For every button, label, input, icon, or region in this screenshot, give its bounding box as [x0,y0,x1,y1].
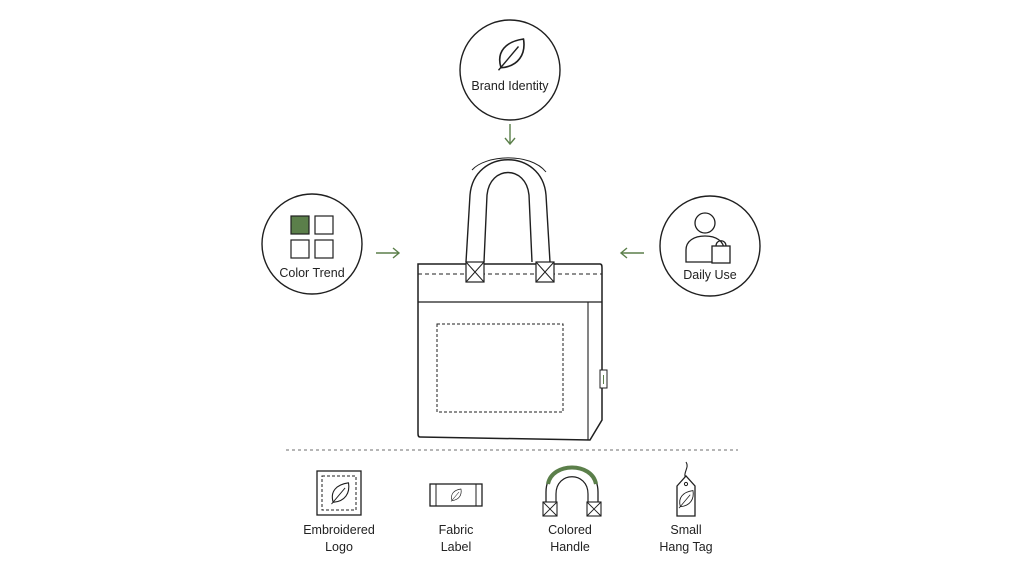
hang-tag-label-line2: Hang Tag [659,540,713,554]
colored-handle-label-line1: Colored [548,523,592,537]
fabric-label-icon [429,483,483,507]
tote-bag [417,157,608,441]
colored-handle-icon [542,465,602,517]
embroidered-logo-label-line2: Logo [325,540,353,554]
color-trend-node [261,193,363,295]
brand-identity-node [459,19,561,121]
embroidered-logo-icon [316,470,362,516]
hang-tag-label: Small Hang Tag [636,522,736,556]
hang-tag-label-line1: Small [670,523,702,537]
arrow-right-to-bag [376,247,401,259]
colored-handle-label: Colored Handle [520,522,620,556]
hang-tag-icon [676,461,696,517]
arrow-left-to-bag [619,247,644,259]
embroidered-logo-label: Embroidered Logo [289,522,389,556]
color-trend-label: Color Trend [279,266,345,280]
color-grid-icon [290,215,334,259]
embroidered-logo-label-line1: Embroidered [303,523,375,537]
bag-handles [465,157,551,263]
brand-identity-label: Brand Identity [471,79,549,93]
colored-handle-label-line2: Handle [550,540,590,554]
person-with-bag-icon [685,212,731,264]
fabric-label-label-line2: Label [440,540,472,554]
fabric-label-label: Fabric Label [406,522,506,556]
fabric-label-label-line1: Fabric [438,523,474,537]
print-area [436,323,564,413]
bag-body [417,263,603,441]
daily-use-label: Daily Use [683,268,737,282]
handle-attachments [465,261,555,283]
arrow-down-to-bag [504,124,516,146]
daily-use-node [659,195,761,297]
